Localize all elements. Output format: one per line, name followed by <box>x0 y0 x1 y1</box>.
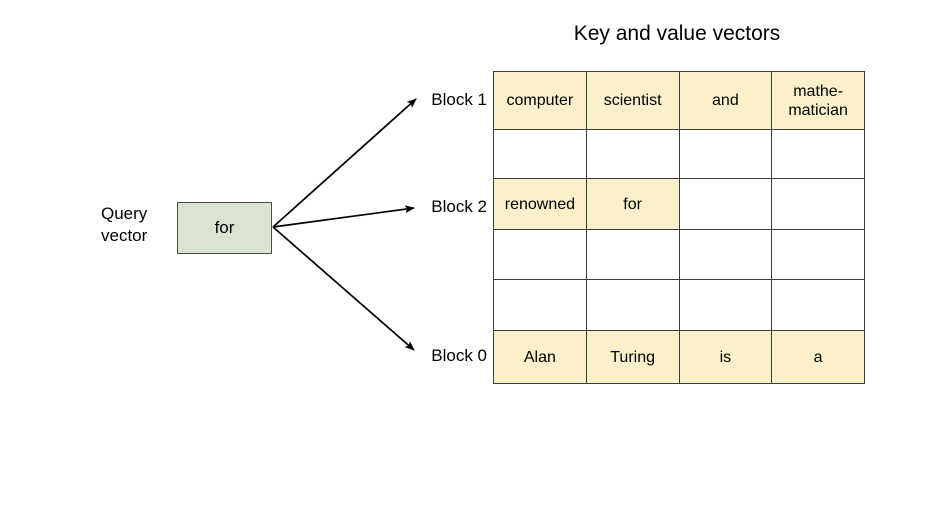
table-cell: scientist <box>585 71 680 130</box>
table-cell: and <box>678 71 773 130</box>
table-row <box>493 129 865 179</box>
query-vector-label-line1: Query <box>101 204 148 223</box>
table-cell <box>493 279 587 331</box>
arrow-to-block-0-line <box>272 226 415 351</box>
table-cell: a <box>771 330 865 384</box>
query-vector-box[interactable]: for <box>177 202 272 254</box>
arrow-to-block-1-line <box>272 98 417 228</box>
table-row: Alan Turing is a <box>493 330 865 384</box>
query-vector-label: Query vector <box>101 203 171 247</box>
block-label-block-0: Block 0 <box>431 346 487 365</box>
cell-text: computer <box>506 92 574 109</box>
table-row: renowned for <box>493 178 865 230</box>
cell-text: for <box>623 195 642 213</box>
key-value-vectors-table: computer scientist and mathe-matician re… <box>493 71 865 384</box>
cell-text: scientist <box>603 92 662 109</box>
block-label-block-2: Block 2 <box>431 197 487 216</box>
cell-text: is <box>719 348 732 366</box>
cell-text: Alan <box>523 348 556 366</box>
table-row <box>493 279 865 331</box>
table-cell: is <box>678 330 773 384</box>
table-row <box>493 229 865 280</box>
table-cell <box>678 279 773 331</box>
cell-text: a <box>813 348 823 366</box>
table-cell <box>585 279 680 331</box>
table-cell: Alan <box>493 330 587 384</box>
cell-text: mathe-matician <box>788 82 848 119</box>
query-vector-token: for <box>214 218 235 237</box>
table-cell <box>678 129 773 179</box>
table-cell <box>585 129 680 179</box>
table-cell <box>678 229 773 280</box>
table-row: computer scientist and mathe-matician <box>493 71 865 130</box>
cell-text: renowned <box>504 195 576 213</box>
table-cell <box>771 178 865 230</box>
block-label-block-1: Block 1 <box>431 90 487 109</box>
table-cell <box>678 178 773 230</box>
table-cell: for <box>585 178 680 230</box>
table-cell: computer <box>493 71 587 130</box>
table-cell <box>771 129 865 179</box>
table-cell <box>771 229 865 280</box>
table-cell <box>771 279 865 331</box>
cell-text: Turing <box>610 348 655 366</box>
table-cell <box>585 229 680 280</box>
table-cell: renowned <box>493 178 587 230</box>
page-title: Key and value vectors <box>573 22 781 45</box>
query-vector-label-line2: vector <box>101 226 148 245</box>
table-cell: mathe-matician <box>771 71 865 130</box>
arrow-to-block-2-line <box>272 205 415 228</box>
table-cell: Turing <box>585 330 680 384</box>
cell-text: and <box>712 92 739 109</box>
table-cell <box>493 129 587 179</box>
table-cell <box>493 229 587 280</box>
